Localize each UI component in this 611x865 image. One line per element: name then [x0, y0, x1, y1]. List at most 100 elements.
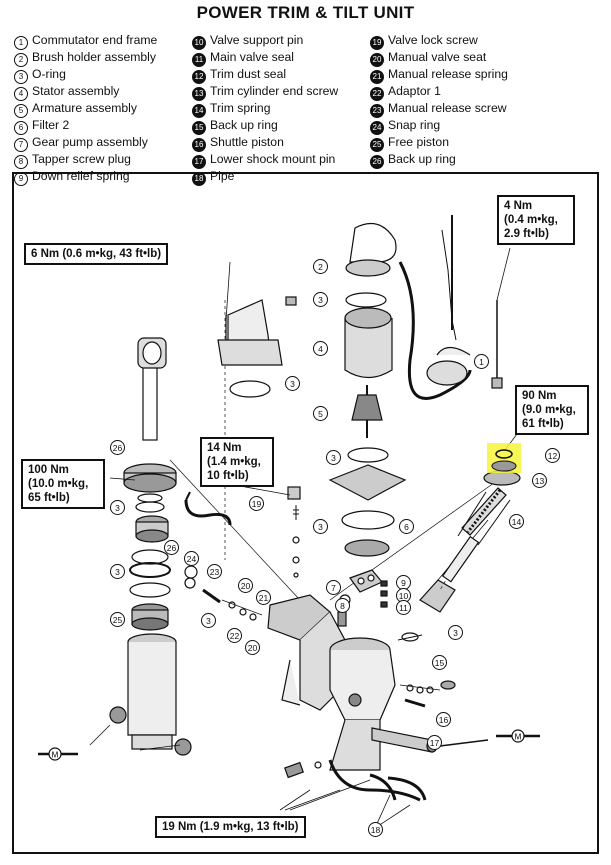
legend-item: 11 Main valve seal [192, 50, 338, 67]
manifold-body [267, 594, 396, 771]
legend-label: Commutator end frame [32, 33, 158, 47]
legend-number: 15 [192, 121, 206, 135]
callout-8: 8 [335, 598, 350, 613]
torque-4nm-line: 2.9 ft•lb) [504, 228, 549, 240]
legend-number: 19 [370, 36, 384, 50]
legend-item: 7 Gear pump assembly [14, 135, 157, 152]
callout-16: 16 [436, 712, 451, 727]
grease-symbol-right [496, 729, 540, 743]
legend-label: Manual release spring [388, 67, 508, 81]
callout-17: 17 [427, 735, 442, 750]
legend-label: Valve lock screw [388, 33, 478, 47]
legend-item: 25 Free piston [370, 135, 508, 152]
callout-1: 1 [474, 354, 489, 369]
legend-item: 13 Trim cylinder end screw [192, 84, 338, 101]
motor-assembly [328, 222, 407, 557]
legend-label: Shuttle piston [210, 135, 284, 149]
legend-number: 2 [14, 53, 28, 67]
legend-number: 22 [370, 87, 384, 101]
torque-100nm-line: 65 ft•lb) [28, 492, 70, 504]
legend-label: Manual valve seat [388, 50, 487, 64]
callout-5: 5 [313, 406, 328, 421]
callout-15: 15 [432, 655, 447, 670]
torque-19nm-box: 19 Nm (1.9 m•kg, 13 ft•lb) [155, 816, 306, 838]
legend-number: 7 [14, 138, 28, 152]
torque-14nm-line: (1.4 m•kg, [207, 456, 261, 468]
legend-label: Armature assembly [32, 101, 137, 115]
torque-6nm-line: 6 Nm (0.6 m•kg, 43 ft•lb) [31, 248, 162, 260]
torque-90nm-line: (9.0 m•kg, [522, 404, 576, 416]
callout-3: 3 [313, 292, 328, 307]
legend-number: 11 [192, 53, 206, 67]
legend-label: Free piston [388, 135, 449, 149]
legend-label: Main valve seal [210, 50, 294, 64]
torque-90nm-line: 90 Nm [522, 390, 557, 402]
legend-number: 24 [370, 121, 384, 135]
callout-2: 2 [313, 259, 328, 274]
legend-number: 20 [370, 53, 384, 67]
legend-number: 17 [192, 155, 206, 169]
legend-number: 5 [14, 104, 28, 118]
free-piston [131, 603, 169, 631]
callout-3: 3 [326, 450, 341, 465]
legend-number: 23 [370, 104, 384, 118]
callout-21: 21 [256, 590, 271, 605]
legend-number: 6 [14, 121, 28, 135]
callout-19: 19 [249, 496, 264, 511]
legend-number: 14 [192, 104, 206, 118]
legend-item: 14 Trim spring [192, 101, 338, 118]
legend-label: Snap ring [388, 118, 441, 132]
callout-24: 24 [184, 551, 199, 566]
legend-label: Lower shock mount pin [210, 152, 336, 166]
highlight-trim-dust-seal [487, 443, 521, 473]
callout-3: 3 [285, 376, 300, 391]
callout-20: 20 [238, 578, 253, 593]
grease-symbol-left [38, 747, 78, 761]
legend-item: 24 Snap ring [370, 118, 508, 135]
tilt-piston [135, 515, 169, 543]
torque-100nm-line: (10.0 m•kg, [28, 478, 89, 490]
torque-100nm-box: 100 Nm (10.0 m•kg, 65 ft•lb) [21, 459, 105, 509]
legend-number: 25 [370, 138, 384, 152]
torque-14nm-line: 10 ft•lb) [207, 470, 249, 482]
torque-100nm-line: 100 Nm [28, 464, 69, 476]
callout-3: 3 [110, 564, 125, 579]
callout-13: 13 [532, 473, 547, 488]
torque-6nm-box: 6 Nm (0.6 m•kg, 43 ft•lb) [24, 243, 169, 265]
legend-number: 26 [370, 155, 384, 169]
legend-label: Trim spring [210, 101, 271, 115]
callout-18: 18 [368, 822, 383, 837]
legend-label: Gear pump assembly [32, 135, 148, 149]
diagram-frame [12, 172, 599, 854]
callout-26: 26 [110, 440, 125, 455]
callout-3: 3 [448, 625, 463, 640]
legend-label: Manual release screw [388, 101, 507, 115]
tilt-cylinder [109, 633, 192, 756]
callout-23: 23 [207, 564, 222, 579]
legend-item: 20 Manual valve seat [370, 50, 508, 67]
legend-number: 13 [192, 87, 206, 101]
tilt-rod [137, 337, 167, 441]
gear-pump [349, 569, 383, 593]
legend-label: O-ring [32, 67, 66, 81]
legend-label: Valve support pin [210, 33, 304, 47]
legend-label: Tapper screw plug [32, 152, 131, 166]
legend-item: 5 Armature assembly [14, 101, 157, 118]
legend-label: Brush holder assembly [32, 50, 156, 64]
legend-number: 12 [192, 70, 206, 84]
callout-6: 6 [399, 519, 414, 534]
legend-label: Trim cylinder end screw [210, 84, 339, 98]
legend-number: 4 [14, 87, 28, 101]
torque-19nm-line: 19 Nm (1.9 m•kg, 13 ft•lb) [162, 821, 299, 833]
trim-spring [457, 487, 511, 546]
